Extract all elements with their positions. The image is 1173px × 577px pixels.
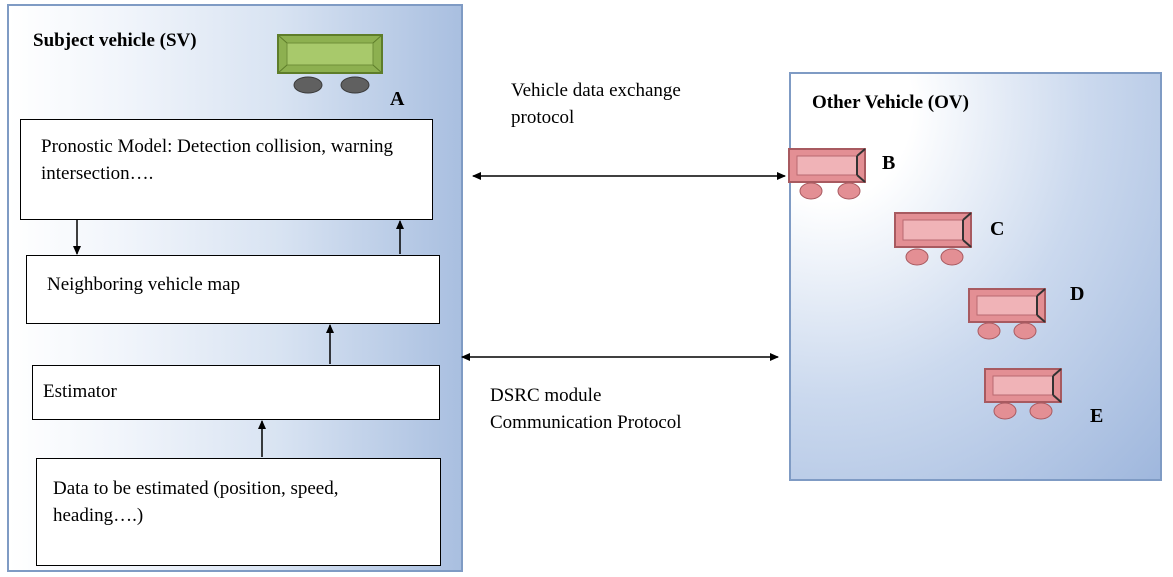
communication-protocol-label: Communication Protocol	[490, 412, 682, 433]
car-a-label: A	[390, 88, 405, 110]
car-b-label: B	[882, 152, 896, 174]
subject-vehicle-title: Subject vehicle (SV)	[33, 30, 197, 51]
prognostic-model-block: Pronostic Model: Detection collision, wa…	[20, 119, 433, 220]
estimator-text: Estimator	[43, 381, 117, 402]
car-c-label: C	[990, 218, 1005, 240]
data-to-estimate-block: Data to be estimated (position, speed, h…	[36, 458, 441, 566]
neighboring-map-block: Neighboring vehicle map	[26, 255, 440, 324]
dsrc-module-label: DSRC module	[490, 385, 602, 406]
data-to-estimate-text: Data to be estimated (position, speed, h…	[53, 478, 339, 526]
car-e-label: E	[1090, 405, 1104, 427]
prognostic-model-text: Pronostic Model: Detection collision, wa…	[41, 136, 393, 184]
car-d-label: D	[1070, 283, 1085, 305]
car-c-icon	[894, 212, 972, 266]
car-e-icon	[984, 368, 1062, 420]
neighboring-map-text: Neighboring vehicle map	[47, 274, 241, 295]
car-a-icon	[277, 34, 383, 94]
estimator-block: Estimator	[32, 365, 440, 420]
other-vehicle-panel	[789, 72, 1162, 481]
vehicle-data-exchange-label: Vehicle data exchange protocol	[511, 80, 681, 128]
other-vehicle-title: Other Vehicle (OV)	[812, 92, 969, 113]
car-b-icon	[788, 148, 866, 200]
car-d-icon	[968, 288, 1046, 340]
